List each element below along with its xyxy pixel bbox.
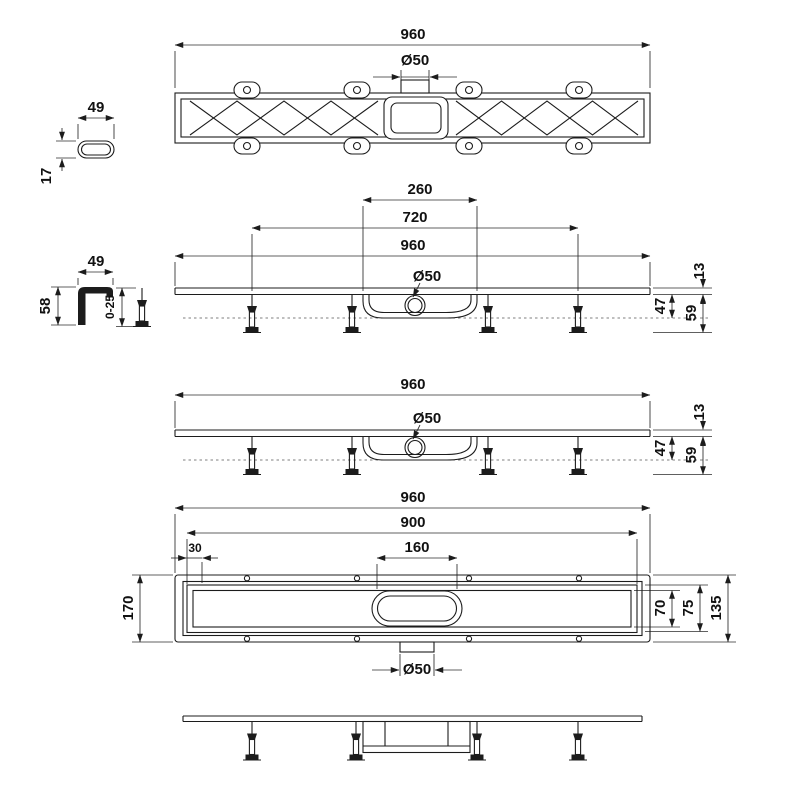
adjustable-foot-detail <box>132 287 152 328</box>
adjustable-foot <box>467 720 487 761</box>
dim-flat-total-59: 59 <box>683 447 700 464</box>
dim-slot-width: 49 <box>88 99 105 116</box>
side-view-flat-dimension-lines <box>174 392 712 475</box>
dim-flat-depth-47: 47 <box>652 440 669 457</box>
mounting-ear <box>455 81 483 99</box>
side-view-flat-geometry <box>174 429 710 476</box>
dim-flange-13: 13 <box>691 263 708 280</box>
screw-dot <box>243 575 251 582</box>
dim-plan-outlet-diameter: Ø50 <box>403 661 431 678</box>
side-view-clamp-detail <box>78 287 152 328</box>
screw-dot <box>575 575 583 582</box>
adjustable-foot <box>568 293 588 334</box>
adjustable-foot <box>242 720 262 761</box>
adjustable-foot <box>478 293 498 334</box>
dim-flat-outlet-diameter: Ø50 <box>413 410 441 427</box>
adjustable-foot <box>242 435 262 476</box>
dim-plan-overall-width: 170 <box>120 595 137 620</box>
dim-clamp-width: 49 <box>88 253 105 270</box>
adjustable-foot <box>242 293 262 334</box>
side-view-geometry <box>174 287 710 334</box>
adjustable-foot <box>342 435 362 476</box>
screw-dot <box>353 635 361 642</box>
dim-total-59: 59 <box>683 305 700 322</box>
plan-view: 960 900 30 160 170 70 75 135 Ø50 <box>120 489 736 678</box>
screw-dot <box>353 575 361 582</box>
bottom-view <box>182 715 643 761</box>
dim-plan-length: 960 <box>400 489 425 506</box>
side-view-installed: 260 720 960 Ø50 49 58 0-25 47 13 59 <box>37 181 712 334</box>
screw-dot <box>465 575 473 582</box>
adjustable-foot <box>478 435 498 476</box>
dim-side-length: 960 <box>400 237 425 254</box>
dim-flat-length: 960 <box>400 376 425 393</box>
dim-depth-47: 47 <box>652 298 669 315</box>
adjustable-foot <box>346 720 366 761</box>
dim-top-outlet-diameter: Ø50 <box>401 52 429 69</box>
side-view-flat: 960 Ø50 47 13 59 <box>174 376 712 476</box>
mounting-ear <box>343 137 371 155</box>
mounting-ear <box>565 137 593 155</box>
dim-plan-frame-width: 75 <box>680 600 697 617</box>
dim-plan-body-width: 135 <box>708 595 725 620</box>
mounting-ear <box>343 81 371 99</box>
adjustable-foot <box>568 720 588 761</box>
outlet-stub <box>399 641 435 653</box>
dim-plan-end-offset: 30 <box>188 541 202 555</box>
dim-trap-width: 260 <box>407 181 432 198</box>
mounting-ear <box>565 81 593 99</box>
screw-dot <box>465 635 473 642</box>
dim-plan-inner-length: 900 <box>400 514 425 531</box>
dim-slot-height: 17 <box>38 168 55 185</box>
dim-foot-adjust-range: 0-25 <box>103 295 117 319</box>
dim-plan-outlet-length: 160 <box>404 539 429 556</box>
mounting-ear <box>233 137 261 155</box>
dim-clamp-height: 58 <box>37 298 54 315</box>
mounting-ear <box>455 137 483 155</box>
plan-view-dimension-lines <box>132 505 736 676</box>
outlet-housing <box>371 590 463 627</box>
adjustable-foot <box>568 435 588 476</box>
screw-dot <box>243 635 251 642</box>
dim-top-length: 960 <box>400 26 425 43</box>
dim-feet-span: 720 <box>402 209 427 226</box>
top-view: 960 Ø50 49 17 <box>38 26 651 185</box>
top-view-slot-detail <box>77 140 115 159</box>
adjustable-foot <box>342 293 362 334</box>
dim-side-outlet-diameter: Ø50 <box>413 268 441 285</box>
top-view-geometry <box>174 79 651 155</box>
top-view-dimension-lines <box>56 42 651 171</box>
side-view-dimension-lines <box>51 197 712 333</box>
dim-plan-channel-width: 70 <box>652 600 669 617</box>
dim-flat-flange-13: 13 <box>691 404 708 421</box>
plan-view-geometry <box>174 574 651 653</box>
screw-dot <box>575 635 583 642</box>
mounting-ear <box>233 81 261 99</box>
